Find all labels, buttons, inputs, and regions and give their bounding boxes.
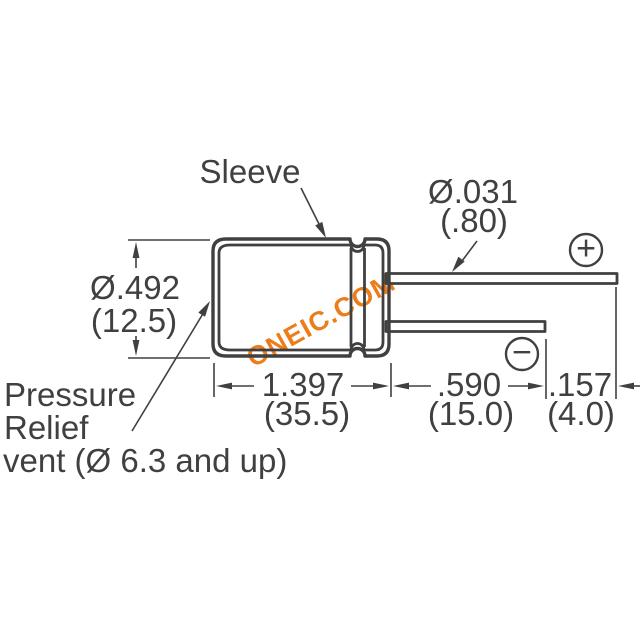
sleeve-callout: Sleeve bbox=[200, 153, 326, 238]
arrowhead-up-icon bbox=[132, 242, 140, 258]
lead-length-inches: .590 bbox=[437, 366, 501, 403]
body-length-mm: (35.5) bbox=[264, 395, 350, 432]
negative-lead bbox=[384, 320, 547, 333]
leader-line bbox=[131, 311, 205, 432]
arrowhead-right-icon bbox=[528, 382, 544, 390]
pressure-relief-line1: Pressure bbox=[4, 376, 136, 413]
body-diameter-mm: (12.5) bbox=[91, 302, 177, 339]
positive-lead-fill bbox=[386, 273, 617, 284]
capacitor-body-inner-line bbox=[217, 243, 385, 352]
dim-body-length: 1.397 (35.5) bbox=[213, 363, 392, 432]
body-length-inches: 1.397 bbox=[262, 366, 345, 403]
capacitor-body-outline bbox=[211, 237, 391, 358]
capacitor-body-fill bbox=[213, 239, 389, 356]
arrowhead-icon bbox=[198, 301, 210, 317]
arrowhead-left-icon bbox=[216, 382, 232, 390]
arrowhead-icon bbox=[315, 221, 326, 238]
sleeve-label: Sleeve bbox=[200, 153, 301, 190]
positive-lead bbox=[384, 272, 619, 285]
pressure-relief-callout: Pressure Relief vent (Ø 6.3 and up) bbox=[3, 301, 287, 479]
dim-lead-length: .590 (15.0) bbox=[393, 339, 547, 432]
lead-diameter-mm: (.80) bbox=[440, 202, 508, 239]
arrowhead-icon bbox=[452, 256, 465, 272]
polarity-symbols: + − bbox=[504, 230, 604, 372]
leader-line bbox=[300, 187, 321, 227]
body-diameter-inches: Ø.492 bbox=[90, 269, 180, 306]
lead-tip-offset-mm: (4.0) bbox=[547, 395, 615, 432]
negative-lead-fill bbox=[386, 321, 545, 332]
lead-diameter-callout: Ø.031 (.80) bbox=[428, 173, 518, 272]
arrowhead-down-icon bbox=[132, 340, 140, 356]
minus-icon: − bbox=[512, 334, 532, 372]
lead-diameter-inches: Ø.031 bbox=[428, 173, 518, 210]
pressure-relief-line3: vent (Ø 6.3 and up) bbox=[3, 442, 287, 479]
dim-lead-tip-offset: .157 (4.0) bbox=[547, 287, 640, 432]
plus-icon: + bbox=[576, 230, 596, 268]
arrowhead-left-icon bbox=[618, 382, 634, 390]
pressure-relief-line2: Relief bbox=[4, 409, 89, 446]
positive-terminal-circle bbox=[568, 232, 604, 268]
dim-body-diameter: Ø.492 (12.5) bbox=[90, 239, 210, 359]
line-layer bbox=[211, 237, 619, 358]
arrowhead-right-icon bbox=[373, 382, 389, 390]
white-fill-layer bbox=[213, 239, 617, 356]
lead-tip-offset-inches: .157 bbox=[548, 366, 612, 403]
arrowhead-left-icon bbox=[393, 382, 409, 390]
lead-length-mm: (15.0) bbox=[428, 395, 514, 432]
negative-terminal-circle bbox=[504, 336, 540, 372]
